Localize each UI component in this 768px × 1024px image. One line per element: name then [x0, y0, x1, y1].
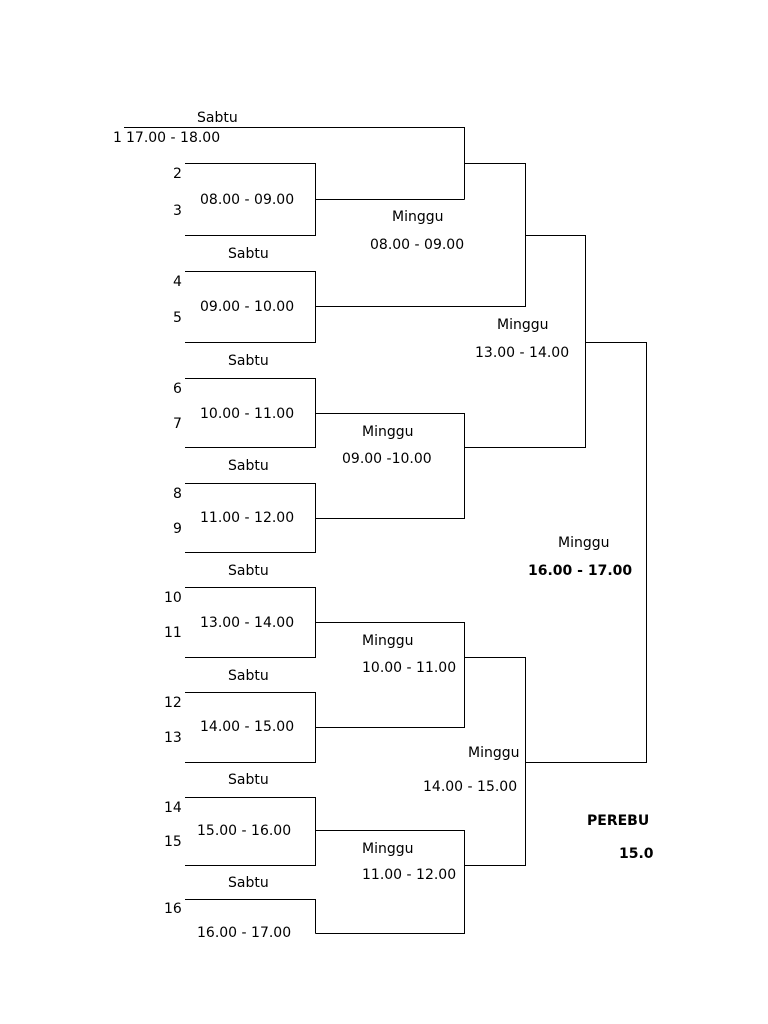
match-time-label: 13.00 - 14.00	[200, 615, 295, 631]
seed-number: 5	[173, 310, 182, 326]
match-time-label: 14.00 - 15.00	[423, 779, 518, 795]
third-place-time: 15.0	[619, 846, 654, 862]
bracket-line	[185, 797, 316, 866]
third-place-title: PEREBU	[587, 813, 650, 829]
match-day-label: Sabtu	[228, 458, 269, 474]
match-time-label: 10.00 - 11.00	[200, 406, 295, 422]
match-day-label: Sabtu	[197, 110, 238, 126]
bracket-line	[315, 413, 465, 519]
match-time-label: 10.00 - 11.00	[362, 660, 457, 676]
match-day-label: Sabtu	[228, 668, 269, 684]
match-day-label: Sabtu	[228, 772, 269, 788]
match-time-label: 17.00 - 18.00	[126, 130, 221, 146]
seed-number: 14	[164, 800, 182, 816]
match-time-label: 13.00 - 14.00	[475, 345, 570, 361]
bracket-line	[525, 342, 647, 763]
match-day-label: Minggu	[362, 841, 414, 857]
match-time-label: 11.00 - 12.00	[200, 510, 295, 526]
seed-number: 11	[164, 625, 182, 641]
match-time-label: 15.00 - 16.00	[197, 823, 292, 839]
match-time-label: 08.00 - 09.00	[370, 237, 465, 253]
match-time-label: 09.00 -10.00	[342, 451, 432, 467]
bracket-line	[315, 622, 465, 728]
match-time-label: 14.00 - 15.00	[200, 719, 295, 735]
match-time-label: 11.00 - 12.00	[362, 867, 457, 883]
match-time-label: 16.00 - 17.00	[197, 925, 292, 941]
match-day-label: Minggu	[497, 317, 549, 333]
bracket-lines	[124, 127, 647, 934]
bracket-line	[315, 163, 526, 307]
final-day-label: Minggu	[558, 535, 610, 551]
seed-number: 1	[113, 130, 122, 146]
match-day-label: Minggu	[392, 209, 444, 225]
seed-number: 9	[173, 521, 182, 537]
seed-number: 6	[173, 381, 182, 397]
match-time-label: 08.00 - 09.00	[200, 192, 295, 208]
seed-number: 15	[164, 834, 182, 850]
bracket-line	[185, 899, 316, 934]
seed-number: 7	[173, 416, 182, 432]
bracket-line	[464, 235, 586, 448]
bracket-line	[464, 657, 526, 866]
match-day-label: Sabtu	[228, 875, 269, 891]
match-day-label: Minggu	[362, 633, 414, 649]
match-day-label: Minggu	[362, 424, 414, 440]
match-day-label: Sabtu	[228, 246, 269, 262]
bracket-line	[315, 830, 465, 934]
bracket-line	[124, 127, 465, 200]
bracket-canvas: Sabtu 1 17.00 - 18.00 2 3 08.00 - 09.00 …	[113, 110, 654, 941]
seed-number: 8	[173, 486, 182, 502]
final-time-label: 16.00 - 17.00	[528, 563, 633, 579]
seed-number: 13	[164, 730, 182, 746]
match-day-label: Sabtu	[228, 563, 269, 579]
seed-number: 10	[164, 590, 182, 606]
seed-number: 16	[164, 901, 182, 917]
seed-number: 3	[173, 203, 182, 219]
seed-number: 12	[164, 695, 182, 711]
seed-number: 2	[173, 166, 182, 182]
seed-number: 4	[173, 274, 182, 290]
match-day-label: Minggu	[468, 745, 520, 761]
match-day-label: Sabtu	[228, 353, 269, 369]
match-time-label: 09.00 - 10.00	[200, 299, 295, 315]
